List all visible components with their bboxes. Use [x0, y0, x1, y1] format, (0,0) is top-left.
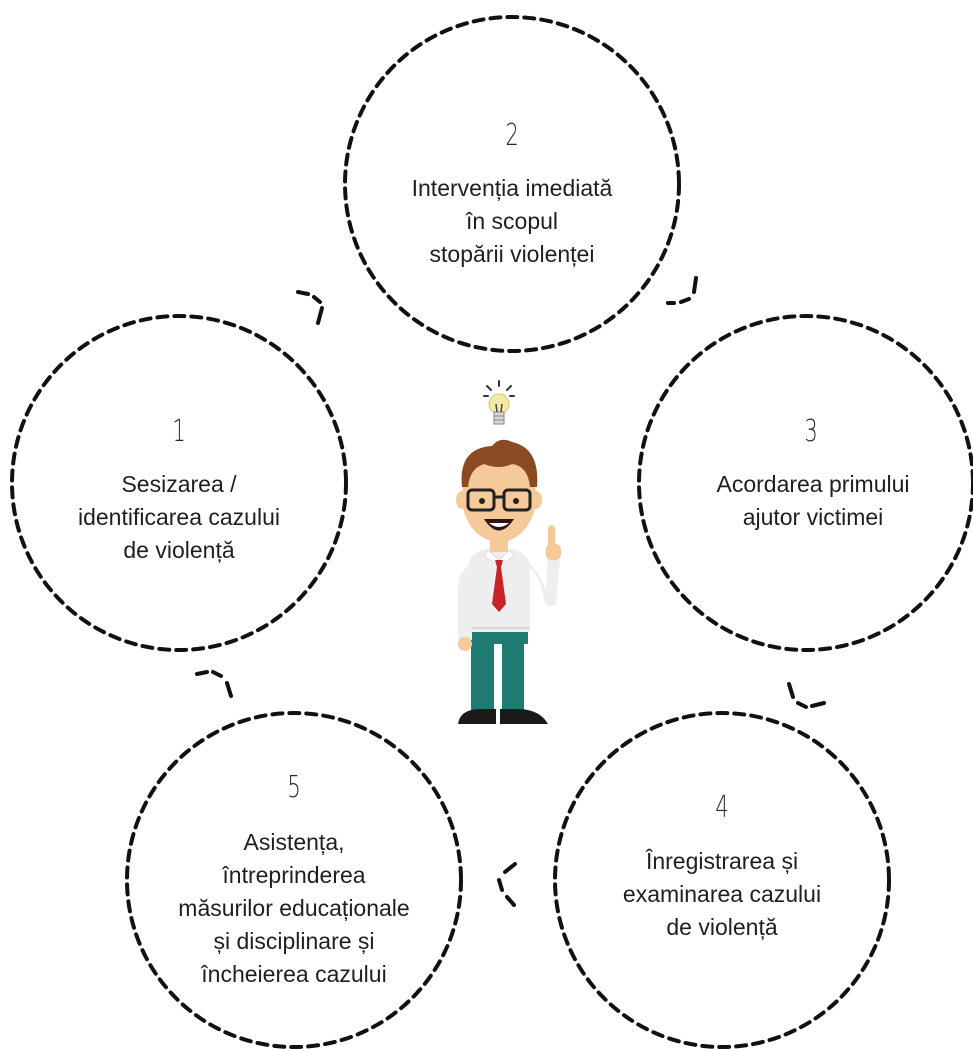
- step-3-text: Acordarea primului ajutor victimei: [668, 468, 958, 534]
- left-arm: [458, 566, 472, 640]
- connector-2-3: [666, 276, 698, 305]
- lightbulb-icon: [483, 380, 515, 425]
- step-3-line-1: Acordarea primului: [716, 471, 910, 497]
- step-2-text: Intervenția imediată în scopul stopării …: [362, 172, 662, 271]
- left-shoe: [458, 709, 496, 724]
- step-3-number: 3: [804, 414, 818, 449]
- step-5-line-3: măsurilor educaționale: [178, 895, 410, 921]
- right-leg: [502, 632, 524, 717]
- step-2-number: 2: [505, 118, 519, 153]
- right-arm: [528, 556, 560, 607]
- step-2-line-2: în scopul: [465, 208, 559, 234]
- step-4-text: Înregistrarea și examinarea cazului de v…: [577, 845, 867, 944]
- step-1-line-3: de violență: [123, 537, 235, 563]
- circle-step-2: [343, 15, 681, 353]
- step-5-line-1: Asistența,: [243, 829, 345, 855]
- right-shoe: [500, 709, 548, 724]
- connector-4-5: [497, 862, 517, 907]
- step-2-line-3: stopării violenței: [429, 241, 595, 267]
- step-5-line-5: încheierea cazului: [201, 961, 387, 987]
- step-4-line-1: Înregistrarea și: [645, 848, 799, 874]
- step-4-line-2: examinarea cazului: [622, 881, 822, 907]
- person-illustration: [456, 439, 561, 724]
- step-3-line-2: ajutor victimei: [742, 504, 884, 530]
- step-1-line-2: identificarea cazului: [77, 504, 280, 530]
- circle-step-1: [10, 314, 348, 652]
- left-leg: [471, 632, 494, 717]
- step-5-number: 5: [287, 770, 301, 805]
- step-1-text: Sesizarea / identificarea cazului de vio…: [34, 468, 324, 567]
- step-2-line-1: Intervenția imediată: [411, 175, 613, 201]
- pointing-finger: [548, 525, 555, 549]
- connector-3-4: [787, 682, 826, 709]
- tie: [492, 560, 506, 612]
- step-5-line-4: și disciplinare și: [213, 928, 375, 954]
- connector-1-2: [296, 290, 324, 325]
- step-4-number: 4: [715, 790, 729, 825]
- circle-step-3: [637, 314, 973, 652]
- step-5-line-2: întreprinderea: [222, 862, 366, 888]
- step-4-line-3: de violență: [666, 914, 778, 940]
- circle-step-5: [125, 711, 463, 1049]
- hair: [461, 439, 538, 487]
- circle-step-4: [553, 711, 891, 1049]
- step-1-number: 1: [172, 414, 186, 449]
- glasses: [466, 488, 532, 512]
- connector-5-1: [195, 670, 233, 698]
- step-5-text: Asistența, întreprinderea măsurilor educ…: [144, 826, 444, 991]
- step-1-line-1: Sesizarea /: [121, 471, 237, 497]
